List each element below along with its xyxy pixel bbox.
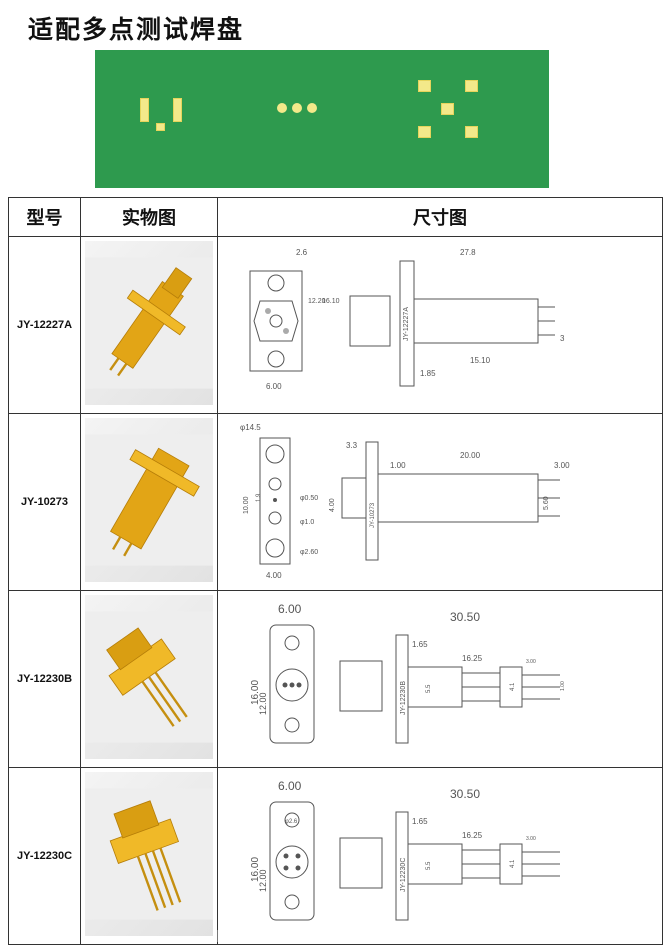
part-label: JY-12230B: [400, 681, 407, 715]
spec-table: 型号 实物图 尺寸图 JY-12227A: [8, 197, 663, 945]
photo-cell: [80, 236, 218, 414]
header-dimensions: 尺寸图: [217, 197, 663, 237]
dim-label: 3.3: [346, 441, 358, 450]
pad-dot: [277, 103, 287, 113]
dim-label: 4.1: [510, 859, 516, 868]
dimension-drawing: φ14.5 3.3 1.00 20.00 3.00 10.00 1.9 4.00…: [240, 423, 570, 580]
dim-label: 10.00: [243, 496, 250, 514]
drawing-cell: φ14.5 3.3 1.00 20.00 3.00 10.00 1.9 4.00…: [217, 413, 663, 591]
pad: [441, 103, 454, 115]
part-label: JY-12227A: [403, 307, 410, 341]
connector-photo: [85, 418, 213, 582]
connector-photo: [85, 595, 213, 759]
dim-label: 4.00: [329, 498, 336, 512]
dim-label: 30.50: [450, 787, 480, 801]
dim-label: 16.25: [462, 831, 483, 840]
dim-label: 2.6: [296, 248, 308, 257]
dim-label: 16.00: [250, 680, 261, 705]
dim-label: 12.00: [258, 692, 268, 715]
header-model: 型号: [8, 197, 81, 237]
dim-label: 1.65: [412, 640, 428, 649]
drawing-cell: 6.00 30.50 1.65 16.25 16.00 12.00 φ2.6 5…: [217, 767, 663, 945]
dim-label: φ2.6: [285, 819, 298, 825]
dim-label: 6.00: [278, 602, 302, 616]
pad-dot: [292, 103, 302, 113]
table-row: JY-10273: [8, 413, 663, 591]
model-name: JY-12227A: [8, 236, 81, 414]
dim-label: φ1.0: [300, 519, 314, 526]
page-title: 适配多点测试焊盘: [28, 15, 245, 44]
dimension-drawing: 2.6 27.8 12.20 16.10 15.10 3 6.00 1.85 J…: [249, 248, 565, 391]
pcb-test-pad-board: [95, 50, 549, 188]
dim-label: φ2.60: [300, 549, 318, 556]
photo-cell: [80, 590, 218, 768]
part-label: JY-12230C: [400, 858, 407, 892]
connector-photo: [85, 241, 213, 405]
dim-label: 5.5: [426, 861, 432, 870]
drawing-cell: 6.00 30.50 1.65 16.25 16.00 12.00 5.5 4.…: [217, 590, 663, 768]
photo-cell: [80, 767, 218, 945]
table-row: JY-12227A: [8, 236, 663, 414]
dim-label: 6.00: [278, 779, 302, 793]
dim-label: 16.25: [462, 654, 483, 663]
table-row: JY-12230C: [8, 767, 663, 945]
pad-dot: [307, 103, 317, 113]
dim-label: φ0.50: [300, 495, 318, 502]
dim-label: 4.1: [510, 682, 516, 691]
table-row: JY-12230B: [8, 590, 663, 768]
header-photo: 实物图: [80, 197, 218, 237]
dim-label: 5.5: [426, 684, 432, 693]
photo-cell: [80, 413, 218, 591]
dim-label: 16.00: [250, 857, 261, 882]
dim-label: φ14.5: [240, 423, 261, 432]
connector-photo: [85, 772, 213, 936]
dim-label: 6.00: [266, 382, 282, 391]
dim-label: 16.10: [322, 298, 340, 305]
pad: [465, 126, 478, 138]
dim-label: 12.20: [308, 298, 326, 305]
dimension-drawing: 6.00 30.50 1.65 16.25 16.00 12.00 φ2.6 5…: [250, 779, 560, 921]
pad: [418, 80, 431, 92]
dim-label: 1.9: [256, 493, 262, 502]
table-header-row: 型号 实物图 尺寸图: [8, 197, 663, 237]
dim-label: 15.10: [470, 356, 491, 365]
model-name: JY-12230C: [8, 767, 81, 945]
pad: [173, 98, 182, 122]
dim-label: 3.00: [526, 836, 536, 842]
dim-label: 27.8: [460, 248, 476, 257]
part-label: JY-10273: [370, 502, 376, 528]
dim-label: 3.00: [526, 659, 536, 665]
dim-label: 1.85: [420, 369, 436, 378]
dimension-drawing: 6.00 30.50 1.65 16.25 16.00 12.00 5.5 4.…: [250, 602, 566, 744]
dim-label: 3: [560, 334, 565, 343]
divider: [217, 930, 218, 942]
model-name: JY-10273: [8, 413, 81, 591]
pad: [140, 98, 149, 122]
dim-label: 5.60: [543, 496, 550, 510]
dim-label: 4.00: [266, 571, 282, 580]
model-name: JY-12230B: [8, 590, 81, 768]
dim-label: 30.50: [450, 610, 480, 624]
dim-label: 12.00: [258, 869, 268, 892]
dim-label: 20.00: [460, 451, 481, 460]
drawing-cell: 2.6 27.8 12.20 16.10 15.10 3 6.00 1.85 J…: [217, 236, 663, 414]
pad: [465, 80, 478, 92]
dim-label: 3.00: [554, 461, 570, 470]
pad: [156, 123, 165, 131]
pad: [418, 126, 431, 138]
dim-label: 1.00: [390, 461, 406, 470]
dim-label: 1.65: [412, 817, 428, 826]
dim-label: 1.00: [560, 681, 566, 691]
